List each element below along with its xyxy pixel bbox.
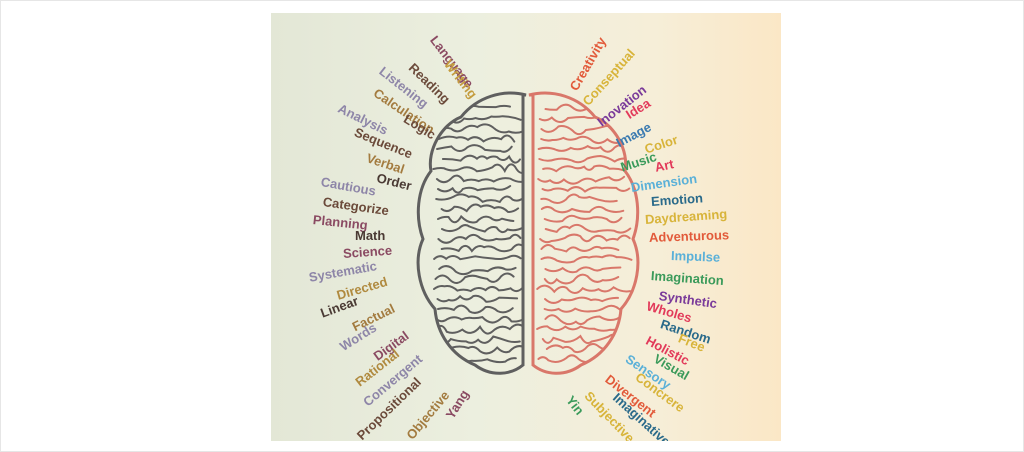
brain-fold — [441, 224, 525, 234]
brain-image — [416, 91, 640, 375]
brain-fold — [541, 333, 623, 345]
brain-fold — [436, 144, 513, 153]
brain-fold — [438, 123, 526, 134]
left-hemisphere-folds — [432, 104, 526, 364]
brain-fold — [440, 243, 526, 253]
brain-fold — [538, 154, 630, 164]
brain-fold — [540, 193, 618, 204]
brain-fold — [543, 304, 623, 313]
right-word-adventurous: Adventurous — [648, 227, 730, 245]
brain-fold — [544, 296, 619, 304]
brain-fold — [537, 354, 636, 363]
brain-fold — [543, 273, 620, 285]
brain-fold — [435, 323, 526, 335]
brain-fold — [434, 272, 515, 284]
brain-fold — [544, 223, 632, 234]
brain-fold — [433, 284, 525, 293]
brain-fold — [440, 345, 526, 355]
brain-fold — [537, 143, 631, 153]
brain-fold — [545, 342, 624, 354]
brain-fold — [540, 254, 633, 264]
brain-fold — [435, 193, 525, 204]
brain-fold — [542, 164, 625, 173]
brain-fold — [544, 314, 631, 326]
left-word-science: Science — [342, 242, 393, 261]
brain-fold — [437, 304, 514, 314]
brain-fold — [438, 356, 517, 364]
brain-fold — [540, 135, 625, 145]
brain-fold — [537, 175, 626, 185]
brain-fold — [539, 233, 631, 244]
brain-fold — [536, 284, 632, 295]
right-word-emotion: Emotion — [650, 190, 704, 209]
left-word-math: Math — [355, 228, 386, 243]
left-hemisphere — [416, 91, 527, 375]
brain-fold — [536, 325, 629, 332]
brain-fold — [544, 266, 622, 274]
brain-fold — [435, 174, 526, 184]
brain-fold — [540, 124, 632, 136]
brain-fold — [432, 163, 526, 174]
brain-fold — [540, 243, 620, 253]
brain-fold — [436, 294, 519, 303]
brain-fold — [436, 335, 521, 345]
brain-fold — [438, 265, 517, 276]
brain-fold — [540, 205, 625, 214]
brain-fold — [441, 154, 521, 164]
right-word-impulse: Impulse — [670, 248, 721, 265]
brain-fold — [433, 254, 522, 261]
brain-fold — [437, 134, 516, 143]
brain-fold — [541, 186, 631, 193]
brain-fold — [437, 214, 515, 224]
brain-fold — [435, 315, 524, 324]
right-word-art: Art — [653, 156, 675, 175]
brain-fold — [437, 185, 512, 194]
brain-fold — [543, 214, 623, 224]
right-hemisphere — [528, 91, 640, 375]
brain-fold — [437, 233, 522, 244]
brain-fold — [440, 203, 520, 213]
brain-fold — [440, 104, 511, 113]
